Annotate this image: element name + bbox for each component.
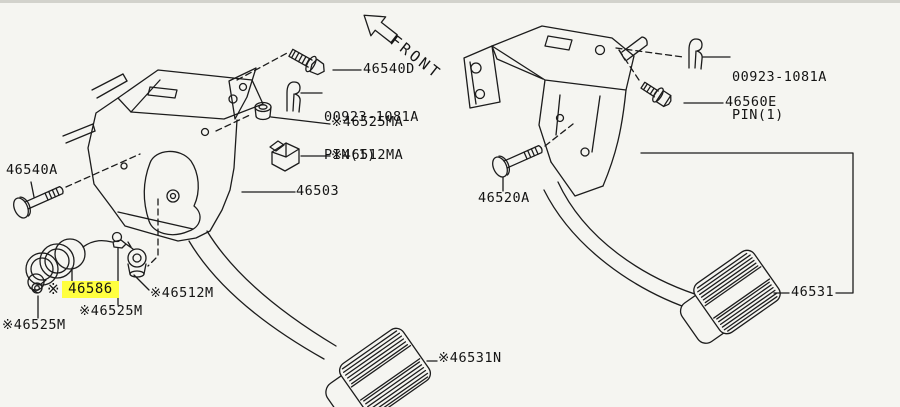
part-label-46503: 46503 [296, 183, 340, 199]
bolt-46540a [13, 185, 64, 219]
part-label-46540d: 46540D [363, 61, 415, 77]
leader-lines [30, 56, 731, 362]
part-label-46531n: ※46531N [438, 350, 502, 366]
bolt-46540d [288, 48, 325, 76]
brake-pedal-pad [679, 249, 781, 344]
left-pedal-bracket-drawing [62, 67, 264, 242]
part-label-46525m-left: ※46525M [2, 317, 66, 333]
grommet-46512m [127, 248, 147, 278]
clutch-pedal-arm [188, 230, 337, 360]
reference-mark: ※ [47, 280, 61, 298]
part-label-pin-left: 00923-1081A PIN(1) [324, 86, 419, 186]
part-label-46520a: 46520A [478, 190, 530, 206]
part-label-46525m-middle: ※46525M [79, 303, 143, 319]
part-label-46531: 46531 [791, 284, 835, 300]
part-label-pin-right: 00923-1081A PIN(1) [732, 46, 827, 146]
bolt-46520a [492, 144, 543, 178]
clutch-pedal-pad [325, 327, 432, 407]
bolt-46560e [640, 81, 672, 108]
pin-left-qty: PIN(1) [324, 146, 376, 163]
clip-46525m [31, 279, 47, 294]
part-label-46525ma: ※46525MA [331, 114, 404, 130]
return-spring [25, 238, 113, 294]
front-arrow-icon [363, 14, 398, 44]
brake-pedal-arm [543, 181, 705, 312]
part-label-46540a: 46540A [6, 162, 58, 178]
dashed-guide-lines [65, 47, 684, 267]
highlighted-part-number[interactable]: 46586 [62, 281, 119, 298]
grommet-46525ma [254, 101, 272, 121]
bracket-callout-46531 [640, 152, 854, 294]
stud-46525m [111, 231, 134, 250]
cotter-pin-left [286, 81, 301, 113]
pin-right-qty: PIN(1) [732, 106, 784, 123]
right-pedal-bracket-drawing [463, 25, 648, 197]
part-label-46586-highlighted: ※ 46586 [47, 281, 119, 298]
stopper-46512ma [269, 140, 300, 172]
pin-right-number: 00923-1081A [732, 69, 827, 85]
part-label-46560e: 46560E [725, 94, 777, 110]
part-label-46512m: ※46512M [150, 285, 214, 301]
pin-left-number: 00923-1081A [324, 109, 419, 125]
cotter-pin-right [688, 38, 703, 70]
part-label-46512ma: ※46512MA [331, 147, 404, 163]
